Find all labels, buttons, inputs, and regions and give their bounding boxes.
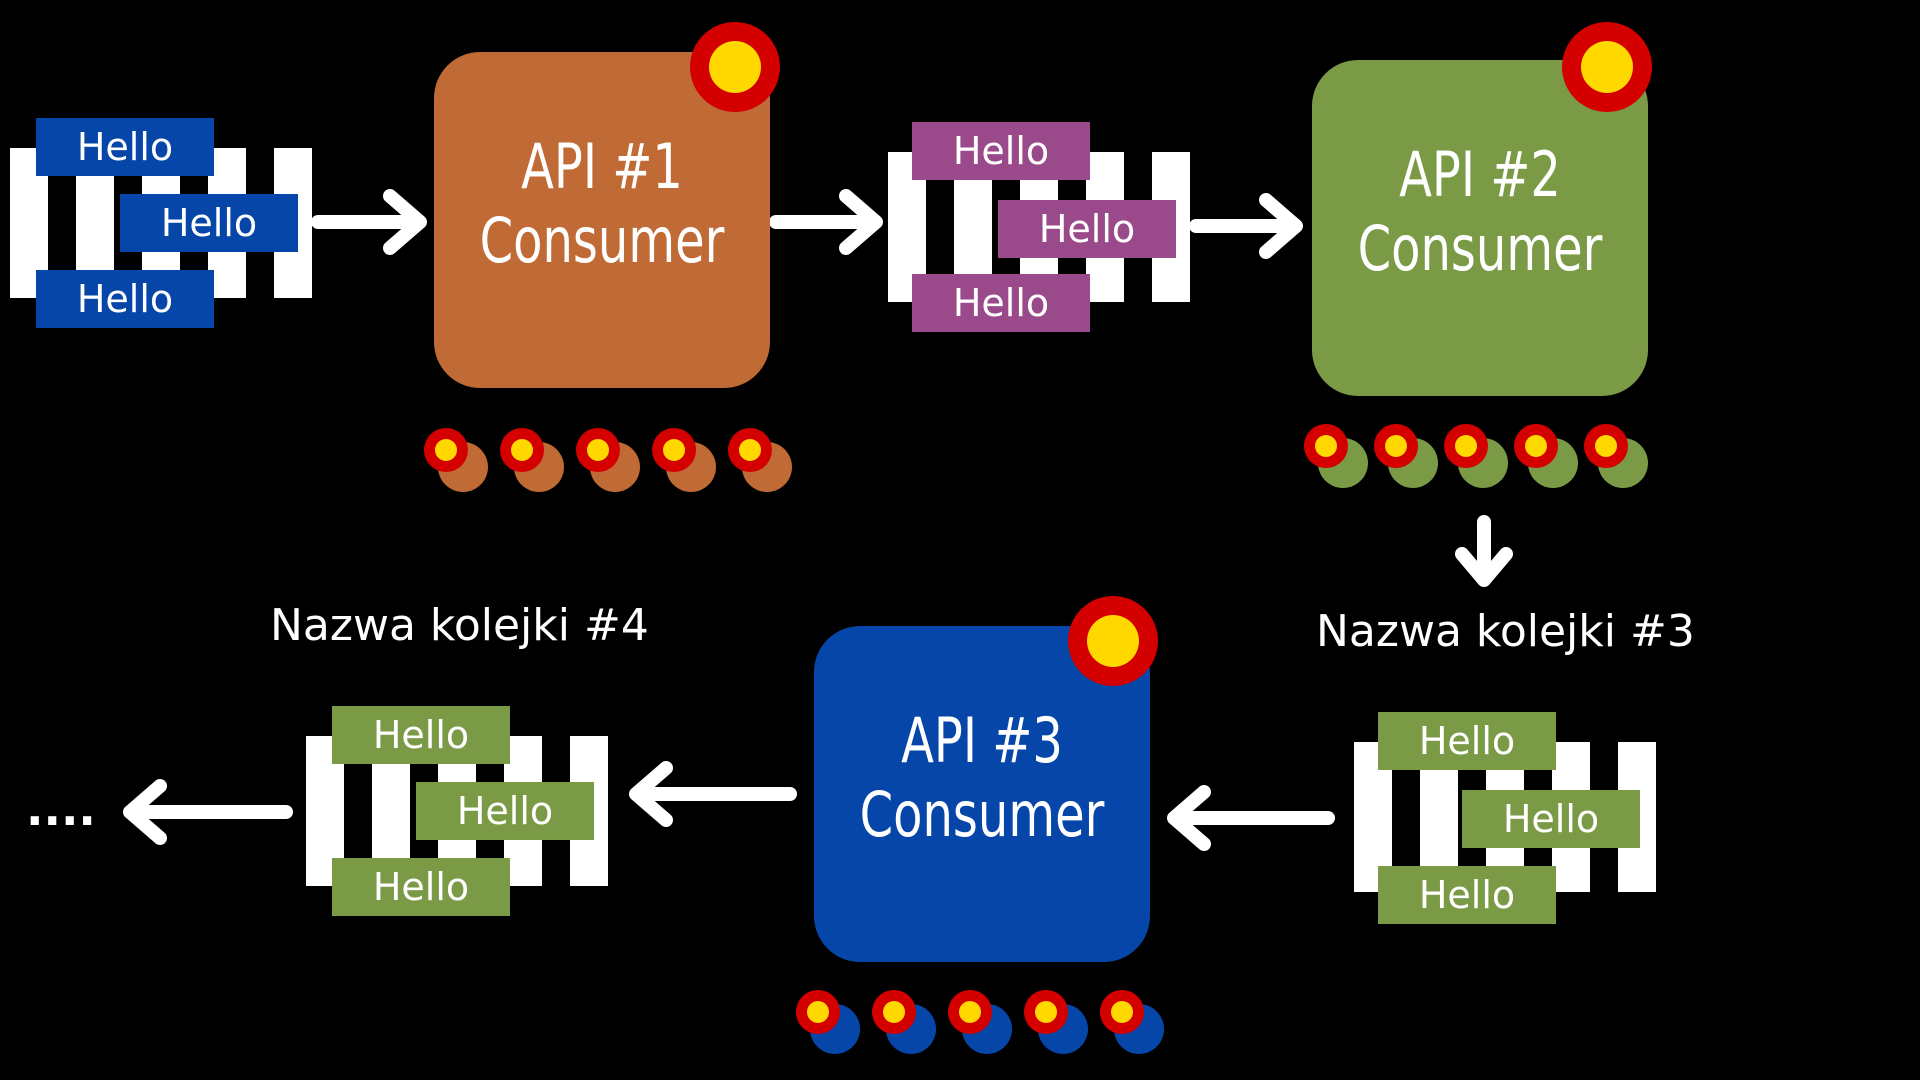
api-1-consumer: API #1 Consumer	[434, 52, 770, 388]
worker-icon	[728, 428, 792, 492]
queue-3-message-2: Hello	[1462, 790, 1640, 848]
arrow-api2-to-q3	[1455, 515, 1513, 587]
worker-icon	[948, 990, 1012, 1054]
api-3-status-badge	[1068, 596, 1158, 686]
arrow-q4-to-continuation	[123, 779, 293, 845]
api-3-subtitle: Consumer	[859, 778, 1105, 852]
worker-icon	[872, 990, 936, 1054]
queue-4-message-1: Hello	[332, 706, 510, 764]
queue-2-message-1: Hello	[912, 122, 1090, 180]
worker-icon	[796, 990, 860, 1054]
arrow-api1-to-q2	[769, 189, 883, 255]
api-3-title: API #3	[901, 704, 1063, 777]
worker-icon	[1024, 990, 1088, 1054]
api-2-consumer: API #2 Consumer	[1312, 60, 1648, 396]
worker-icon	[424, 428, 488, 492]
worker-icon	[1374, 424, 1438, 488]
api-1-title: API #1	[521, 130, 683, 203]
arrow-q1-to-api1	[311, 189, 427, 255]
queue-3-message-1: Hello	[1378, 712, 1556, 770]
arrow-q3-to-api3	[1167, 785, 1335, 851]
api-1-status-badge	[690, 22, 780, 112]
queue-1-message-2: Hello	[120, 194, 298, 252]
queue-4-message-2: Hello	[416, 782, 594, 840]
queue-3-message-3: Hello	[1378, 866, 1556, 924]
queue-4-message-3: Hello	[332, 858, 510, 916]
api-2-subtitle: Consumer	[1357, 212, 1603, 286]
queue-1-message-3: Hello	[36, 270, 214, 328]
continuation-ellipsis: ....	[26, 782, 96, 836]
api-1-subtitle: Consumer	[479, 204, 725, 278]
arrow-api3-to-q4	[629, 761, 797, 827]
worker-icon	[1100, 990, 1164, 1054]
worker-icon	[1514, 424, 1578, 488]
worker-icon	[500, 428, 564, 492]
worker-icon	[1304, 424, 1368, 488]
queue-3-label: Nazwa kolejki #3	[1316, 606, 1695, 657]
queue-2-message-2: Hello	[998, 200, 1176, 258]
api-2-title: API #2	[1399, 138, 1561, 211]
queue-1-message-1: Hello	[36, 118, 214, 176]
queue-2-message-3: Hello	[912, 274, 1090, 332]
arrow-q2-to-api2	[1189, 193, 1303, 259]
queue-4-label: Nazwa kolejki #4	[270, 600, 649, 651]
worker-icon	[652, 428, 716, 492]
worker-icon	[576, 428, 640, 492]
api-2-status-badge	[1562, 22, 1652, 112]
worker-icon	[1584, 424, 1648, 488]
worker-icon	[1444, 424, 1508, 488]
